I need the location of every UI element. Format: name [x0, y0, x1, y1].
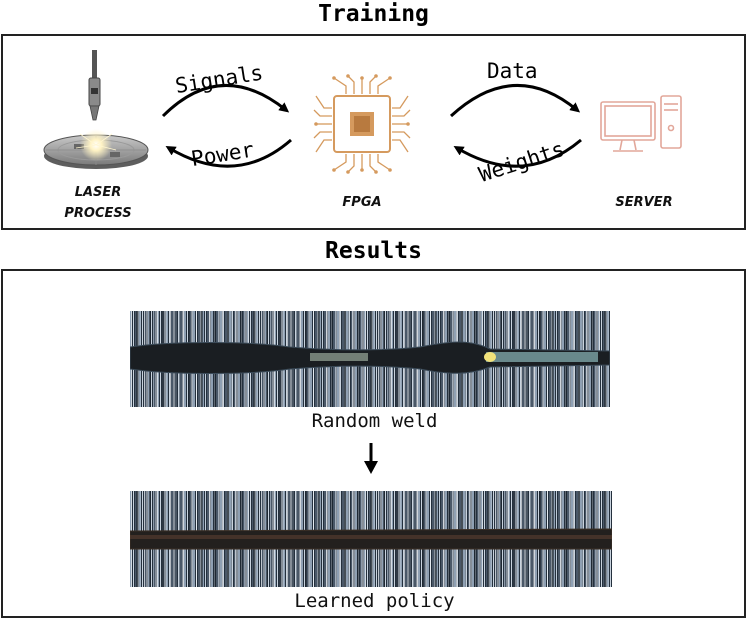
fpga-chip-icon	[313, 74, 411, 174]
signals-label: Signals	[174, 61, 265, 99]
learned-policy-weld-image	[130, 491, 612, 587]
data-weights-arrows: Data Weights	[449, 59, 582, 187]
results-title: Results	[325, 238, 422, 264]
laser-process-label: LASER PROCESS	[43, 182, 153, 224]
power-arrow	[165, 138, 292, 168]
down-arrow-icon	[364, 443, 378, 474]
data-label: Data	[487, 59, 538, 83]
server-computer-icon	[600, 95, 682, 152]
random-weld-caption: Random weld	[311, 410, 438, 432]
laser-label-line1: LASER	[74, 185, 122, 200]
power-label: Power	[189, 138, 255, 172]
server-label: SERVER	[615, 195, 673, 210]
results-panel: Random weld Learned policy	[1, 269, 746, 618]
training-panel: LASER PROCESS Signals Power	[1, 34, 746, 230]
fpga-label: FPGA	[342, 195, 382, 210]
signals-arrow	[161, 83, 290, 118]
learned-policy-caption: Learned policy	[294, 590, 455, 612]
laser-machine-icon	[43, 50, 149, 169]
signals-power-arrows: Signals Power	[161, 61, 292, 172]
random-weld-image	[130, 311, 610, 407]
weights-label: Weights	[476, 137, 568, 187]
training-title: Training	[318, 1, 429, 27]
laser-label-line2: PROCESS	[64, 206, 132, 221]
weights-arrow	[453, 138, 582, 168]
data-arrow	[449, 83, 581, 118]
